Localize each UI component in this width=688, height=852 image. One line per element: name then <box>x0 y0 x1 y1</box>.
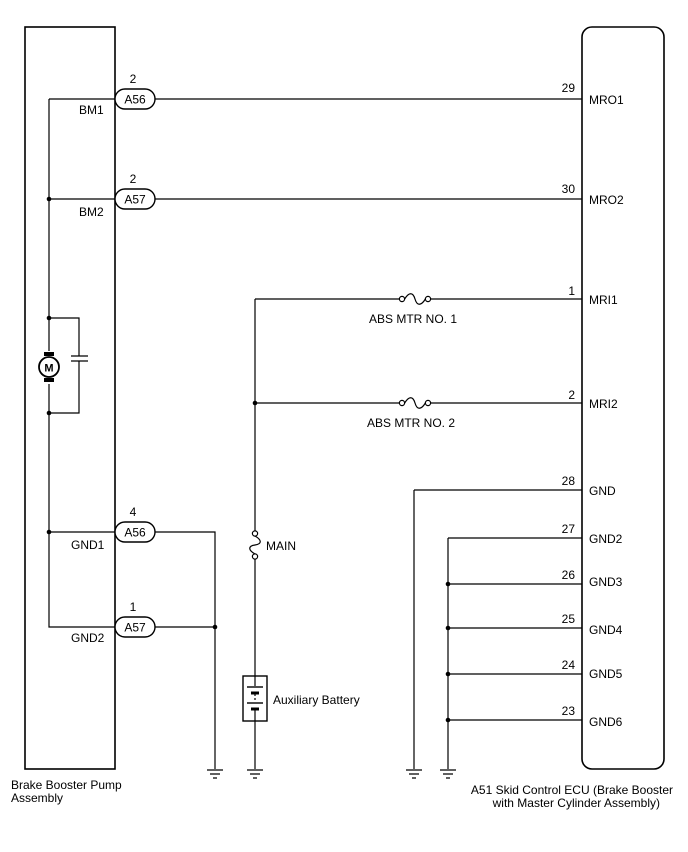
pin-mro1: 29 <box>562 81 576 95</box>
ground-symbol-battery <box>247 769 263 779</box>
fuse-main-symbol <box>249 530 261 560</box>
ground-symbol-ecu-gnd <box>406 769 422 779</box>
terminal-bm2: BM2 <box>79 205 104 219</box>
pin-gnd: 28 <box>562 474 576 488</box>
connector-pin: 1 <box>130 600 137 614</box>
connector-label: A57 <box>124 621 146 635</box>
fuse-abs-mtr-1-symbol <box>398 293 432 305</box>
pump-ground-wires <box>155 531 218 769</box>
motor-symbol: M <box>38 352 60 382</box>
connector-a57-top: A57 2 <box>114 172 156 210</box>
fuse-main-label: MAIN <box>266 539 296 553</box>
ecu-name-line1: A51 Skid Control ECU (Brake Booster <box>471 783 673 797</box>
brake-booster-pump-box <box>24 26 116 770</box>
battery-circuit <box>252 298 582 769</box>
terminal-gnd1: GND1 <box>71 538 105 552</box>
terminal-gnd4: GND4 <box>589 623 623 637</box>
pin-gnd5: 24 <box>562 658 576 672</box>
fuse-abs-mtr-1-label: ABS MTR NO. 1 <box>369 312 457 326</box>
terminal-gnd: GND <box>589 484 616 498</box>
ground-symbol-pump <box>207 769 223 779</box>
terminal-mro1: MRO1 <box>589 93 624 107</box>
terminal-gnd5: GND5 <box>589 667 623 681</box>
fuse-abs-mtr-2-symbol <box>398 397 432 409</box>
ecu-name-line2: with Master Cylinder Assembly) <box>492 796 660 810</box>
connector-pin: 4 <box>130 505 137 519</box>
pump-name-line2: Assembly <box>11 791 63 805</box>
connector-pin: 2 <box>130 72 137 86</box>
connector-a56-top: A56 2 <box>114 72 156 110</box>
terminal-gnd3: GND3 <box>589 575 623 589</box>
terminal-mri1: MRI1 <box>589 293 618 307</box>
pin-gnd3: 26 <box>562 568 576 582</box>
terminal-gnd6: GND6 <box>589 715 623 729</box>
terminal-mro2: MRO2 <box>589 193 624 207</box>
pin-mri1: 1 <box>568 284 575 298</box>
pin-gnd2: 27 <box>562 522 576 536</box>
terminal-gnd2: GND2 <box>71 631 105 645</box>
pin-mri2: 2 <box>568 388 575 402</box>
fuse-abs-mtr-2-label: ABS MTR NO. 2 <box>367 416 455 430</box>
pump-name-line1: Brake Booster Pump <box>11 778 122 792</box>
motor-label: M <box>44 363 53 375</box>
skid-control-ecu-box <box>581 26 665 770</box>
ecu-ground-wires <box>413 489 582 769</box>
pin-gnd6: 23 <box>562 704 576 718</box>
connector-label: A56 <box>124 93 146 107</box>
terminal-gnd2: GND2 <box>589 532 623 546</box>
battery-symbol <box>242 675 268 722</box>
battery-label: Auxiliary Battery <box>273 693 360 707</box>
pump-internal-wiring <box>46 98 115 628</box>
pin-mro2: 30 <box>562 182 576 196</box>
connector-a56-bottom: A56 4 <box>114 505 156 543</box>
pin-gnd4: 25 <box>562 612 576 626</box>
connector-label: A57 <box>124 193 146 207</box>
terminal-mri2: MRI2 <box>589 397 618 411</box>
connector-pin: 2 <box>130 172 137 186</box>
connector-label: A56 <box>124 526 146 540</box>
ground-symbol-ecu-gnd2 <box>440 769 456 779</box>
terminal-bm1: BM1 <box>79 103 104 117</box>
connector-a57-bottom: A57 1 <box>114 600 156 638</box>
